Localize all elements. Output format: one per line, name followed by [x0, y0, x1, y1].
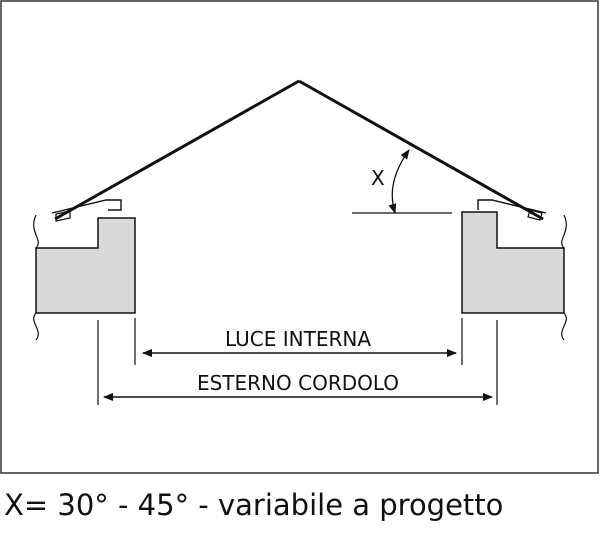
right-curb-section — [461, 211, 565, 314]
right-seal — [527, 209, 543, 221]
drawing-frame — [0, 0, 599, 474]
dimension-lines: LUCE INTERNA ESTERNO CORDOLO — [103, 327, 493, 401]
left-break-line — [33, 214, 39, 341]
roof-left-slope — [54, 79, 300, 221]
right-curb — [461, 199, 567, 341]
left-flashing — [51, 199, 122, 214]
inner-span-label: LUCE INTERNA — [225, 327, 371, 351]
left-curb-section — [35, 217, 136, 314]
skylight-section-diagram: X LUCE INTERNA ESTERNO CORDOLO — [0, 0, 599, 474]
angle-caption: X= 30° - 45° - variabile a progetto — [4, 488, 504, 522]
left-curb — [33, 199, 136, 341]
extension-lines — [97, 318, 498, 405]
roof-panels — [54, 79, 544, 221]
right-break-line — [561, 214, 567, 341]
roof-right-slope — [298, 79, 544, 221]
angle-indicator: X — [352, 149, 452, 214]
angle-label: X — [371, 166, 385, 190]
outer-span-label: ESTERNO CORDOLO — [197, 371, 399, 395]
angle-arc — [388, 149, 410, 214]
